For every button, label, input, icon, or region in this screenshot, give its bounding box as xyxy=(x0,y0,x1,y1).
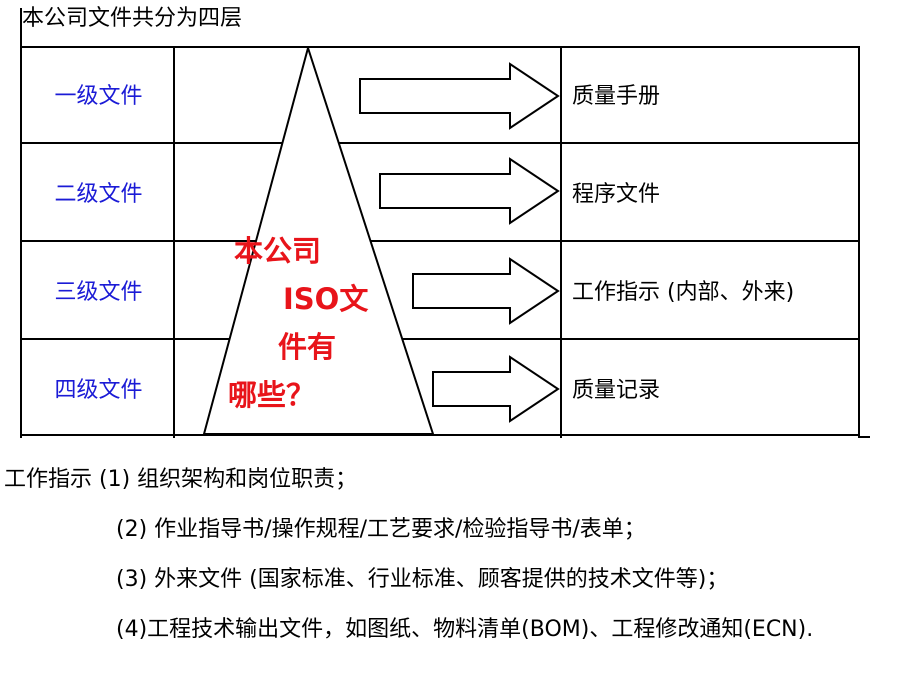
level-1-label: 一级文件 xyxy=(54,84,143,109)
note-line-2: (2) 作业指导书/操作规程/工艺要求/检验指导书/表单； xyxy=(116,517,646,542)
pyramid-text-line-3: 件有 xyxy=(278,330,337,364)
level-3-document: 工作指示 (内部、外来) xyxy=(572,280,795,305)
arrow-level-2 xyxy=(379,157,560,225)
table-border-right xyxy=(858,46,860,438)
level-2-document: 程序文件 xyxy=(572,182,661,207)
pyramid-triangle xyxy=(202,46,435,435)
arrow-level-1 xyxy=(359,62,560,130)
diagram-title: 本公司文件共分为四层 xyxy=(22,6,243,31)
document-hierarchy-table: 一级文件 二级文件 三级文件 四级文件 本公司 ISO文 件有 哪些？ 质量手册… xyxy=(20,46,860,438)
table-row-divider xyxy=(20,240,860,242)
table-corner-mark xyxy=(860,436,870,438)
table-column-divider xyxy=(560,46,562,438)
table-border-top xyxy=(20,46,860,48)
level-1-document: 质量手册 xyxy=(572,84,661,109)
pyramid-text-line-2: ISO文 xyxy=(283,282,369,316)
note-line-3: (3) 外来文件 (国家标准、行业标准、顾客提供的技术文件等)； xyxy=(116,567,729,592)
note-line-4: (4)工程技术输出文件，如图纸、物料清单(BOM)、工程修改通知(ECN). xyxy=(116,617,814,642)
table-row-divider xyxy=(20,338,860,340)
pyramid-text-line-4: 哪些？ xyxy=(228,378,316,412)
pyramid-text-line-1: 本公司 xyxy=(234,234,322,268)
level-4-label: 四级文件 xyxy=(54,378,143,403)
arrow-level-4 xyxy=(432,355,560,423)
table-column-divider xyxy=(173,46,175,438)
level-2-label: 二级文件 xyxy=(54,182,143,207)
table-border-bottom xyxy=(20,434,860,436)
table-border-left xyxy=(20,46,22,438)
table-row-divider xyxy=(20,142,860,144)
note-line-1: 工作指示 (1) 组织架构和岗位职责； xyxy=(4,467,358,492)
arrow-level-3 xyxy=(412,257,560,325)
pyramid-and-arrows xyxy=(202,46,560,435)
title-marker xyxy=(20,8,22,46)
level-4-document: 质量记录 xyxy=(572,378,661,403)
level-3-label: 三级文件 xyxy=(54,280,143,305)
